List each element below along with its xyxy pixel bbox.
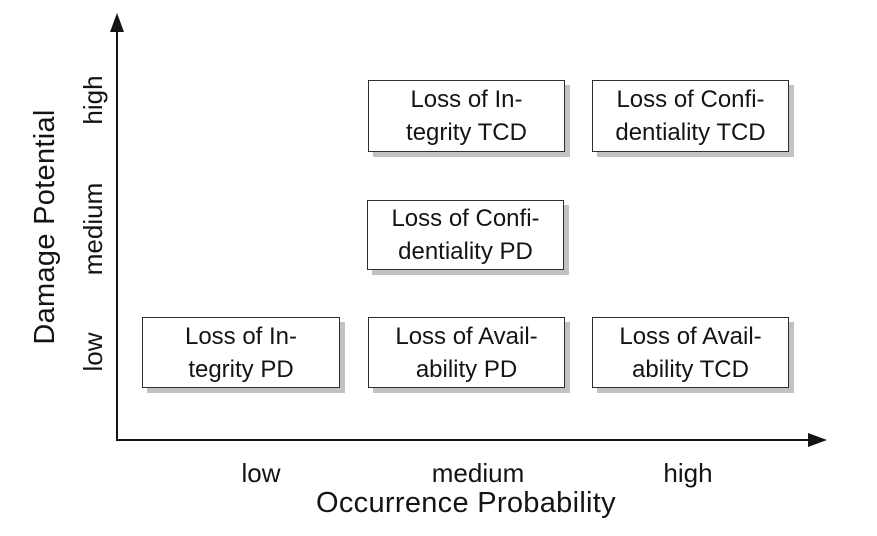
y-axis-arrow-icon xyxy=(110,13,124,32)
x-tick-high: high xyxy=(663,458,713,488)
risk-box-loss-of-availability-tcd: Loss of Avail- ability TCD xyxy=(592,317,789,388)
x-axis-title: Occurrence Probability xyxy=(316,487,616,519)
risk-box-loss-of-confidentiality-pd: Loss of Confi- dentiality PD xyxy=(367,200,564,270)
y-axis-title: Damage Potential xyxy=(29,109,61,345)
y-tick-low: low xyxy=(78,332,108,372)
x-axis-arrow-icon xyxy=(808,433,827,447)
x-tick-medium: medium xyxy=(431,458,525,488)
risk-box-loss-of-integrity-pd: Loss of In- tegrity PD xyxy=(142,317,340,388)
risk-box-loss-of-confidentiality-tcd: Loss of Confi- dentiality TCD xyxy=(592,80,789,152)
x-tick-low: low xyxy=(241,458,281,488)
x-axis-line xyxy=(116,439,813,441)
risk-box-loss-of-integrity-tcd: Loss of In- tegrity TCD xyxy=(368,80,565,152)
y-tick-medium: medium xyxy=(78,182,108,276)
risk-box-loss-of-availability-pd: Loss of Avail- ability PD xyxy=(368,317,565,388)
y-axis-line xyxy=(116,18,118,441)
y-tick-high: high xyxy=(78,75,108,125)
